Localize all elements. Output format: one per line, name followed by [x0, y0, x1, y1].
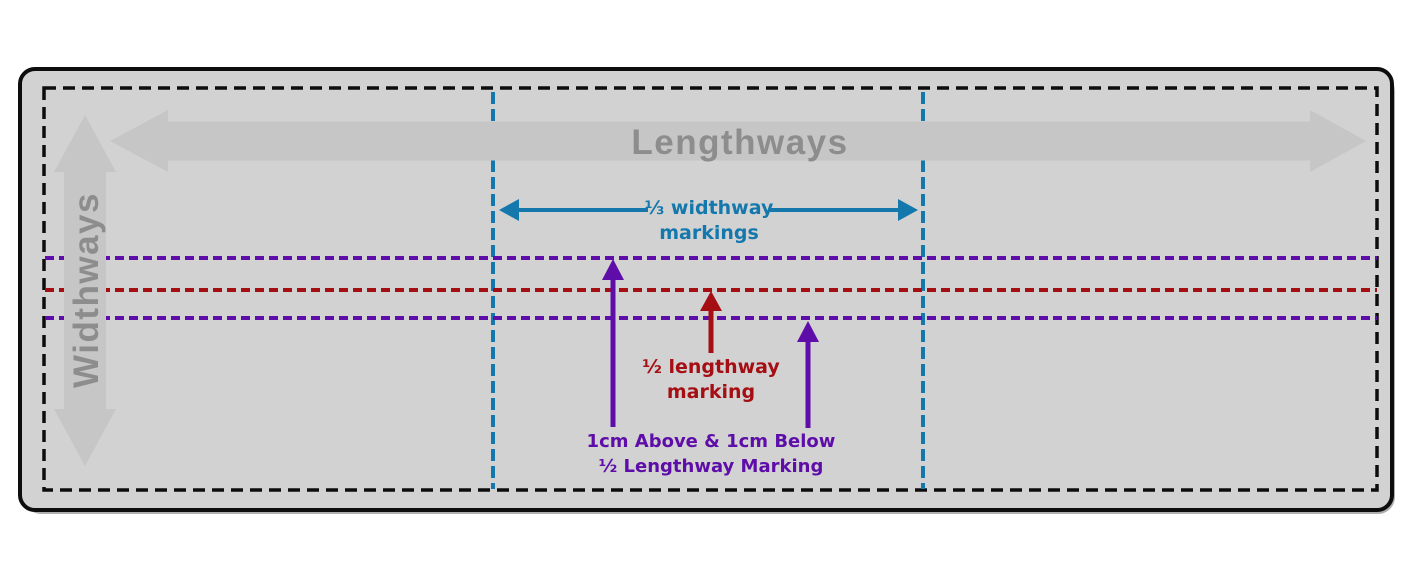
lengthways-arrowhead-left — [110, 110, 168, 172]
third-widthway-annotation: ⅓ widthway markings — [499, 197, 918, 244]
widthways-arrow-shaft — [64, 168, 106, 413]
half-lengthway-annotation: ½ lengthway marking — [642, 291, 780, 403]
seam-dashed-border — [42, 86, 1379, 492]
third-widthway-arrowhead-left — [499, 199, 519, 221]
half-lengthway-label-line2: marking — [667, 381, 755, 403]
widthways-arrowhead-bottom — [54, 409, 116, 466]
lengthways-arrow-shaft — [163, 121, 1314, 161]
widthways-arrow — [54, 115, 116, 466]
half-lengthway-label-line1: ½ lengthway — [642, 356, 780, 378]
offset-arrowhead-left — [602, 259, 624, 280]
half-lengthway-arrowhead — [700, 291, 722, 311]
lengthways-arrow — [110, 110, 1366, 172]
widthways-arrowhead-top — [54, 115, 116, 172]
lengthways-label: Lengthways — [631, 123, 848, 162]
third-widthway-arrowhead-right — [898, 199, 918, 221]
third-widthway-label-line2: markings — [659, 222, 759, 244]
cm-offset-label-line2: ½ Lengthway Marking — [599, 456, 824, 477]
lengthways-arrowhead-right — [1310, 110, 1366, 172]
third-widthway-label-line1: ⅓ widthway — [645, 197, 774, 219]
cm-offset-annotation: 1cm Above & 1cm Below ½ Lengthway Markin… — [587, 259, 836, 477]
widthways-label: Widthways — [67, 192, 106, 388]
offset-arrowhead-right — [797, 321, 819, 342]
cm-offset-label-line1: 1cm Above & 1cm Below — [587, 431, 836, 452]
